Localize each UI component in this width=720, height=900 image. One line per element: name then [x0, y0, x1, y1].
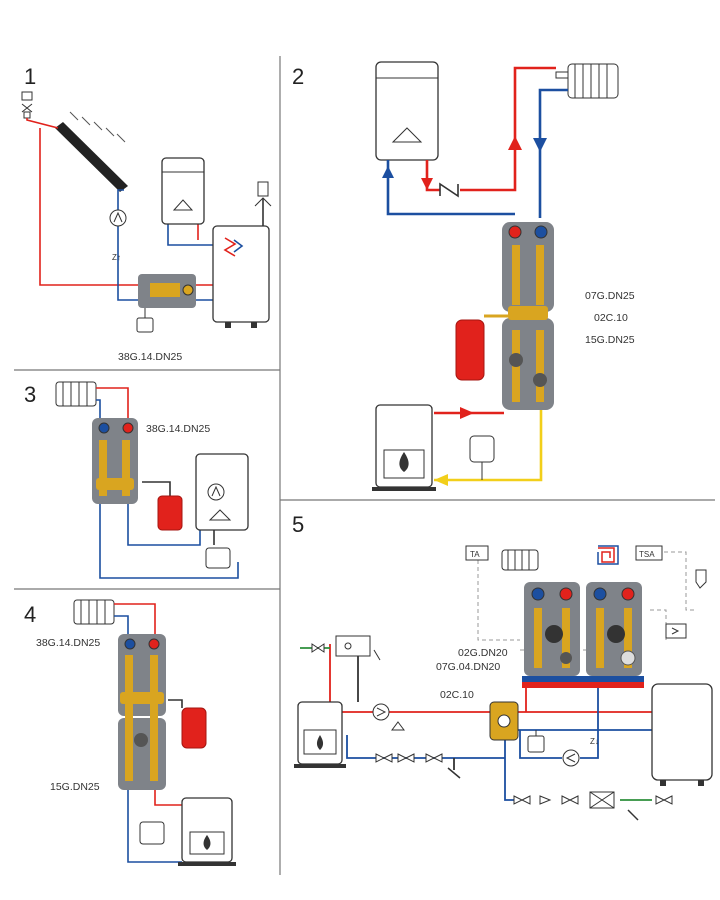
section-number-5: 5 — [292, 512, 304, 537]
wall-boiler-icon — [161, 157, 205, 225]
air-vent-icon — [21, 91, 33, 119]
wall-boiler-icon — [375, 61, 439, 161]
temperature-sensor-tag: TSA — [635, 545, 663, 561]
pump-station-module — [524, 582, 580, 676]
pump-icon: Z↓ — [562, 737, 599, 767]
svg-text:TSA: TSA — [639, 550, 655, 559]
pump-station-module — [138, 274, 196, 308]
expansion-vessel-icon — [157, 495, 183, 531]
product-code-label: 38G.14.DN25 — [118, 351, 182, 363]
storage-tank-icon — [651, 683, 713, 786]
controller-icon — [665, 623, 687, 639]
section-number-3: 3 — [24, 382, 36, 407]
product-code-label: 02C.10 — [440, 689, 474, 701]
section-number-4: 4 — [24, 602, 36, 627]
pump-station-module — [118, 634, 166, 790]
pump-station-module — [502, 222, 554, 410]
radiator-icon — [555, 63, 619, 99]
manifold-bar — [522, 676, 644, 688]
svg-text:Z↓: Z↓ — [590, 737, 599, 746]
expansion-vessel-icon — [469, 435, 495, 480]
scheme-4: 4 — [24, 599, 236, 866]
check-valve-icon — [439, 182, 459, 198]
product-code-label: 38G.14.DN25 — [146, 423, 210, 435]
svg-text:Z↑: Z↑ — [112, 253, 121, 262]
outdoor-sensor-icon — [695, 569, 707, 589]
product-code-label: 38G.14.DN25 — [36, 637, 100, 649]
floor-boiler-icon — [178, 797, 236, 866]
pump-station-module — [92, 418, 138, 504]
solar-collector-icon — [55, 111, 128, 192]
floor-boiler-icon — [294, 701, 346, 768]
product-code-label: 07G.DN25 — [585, 290, 635, 302]
product-code-label: 02C.10 — [594, 312, 628, 324]
product-code-label: 02G.DN20 — [458, 647, 508, 659]
expansion-vessel-icon — [527, 730, 545, 753]
safety-valve-icon — [254, 181, 272, 207]
expansion-vessel-icon — [205, 547, 231, 569]
underfloor-coil-icon — [597, 545, 619, 565]
storage-tank-icon — [212, 225, 270, 328]
product-code-label: 15G.DN25 — [585, 334, 635, 346]
scheme-1: 1 Z↑ — [21, 64, 272, 363]
pump-icon: Z↑ — [109, 209, 127, 262]
product-code-label: 15G.DN25 — [50, 781, 100, 793]
section-number-2: 2 — [292, 64, 304, 89]
temperature-sensor-tag: TA — [465, 545, 489, 561]
hydraulic-separator-icon — [489, 701, 519, 741]
valve-row — [513, 791, 673, 821]
storage-tank-icon — [195, 453, 249, 531]
section-number-1: 1 — [24, 64, 36, 89]
filling-group-icon — [311, 635, 381, 661]
scheme-5: 5 TA TSA — [292, 512, 713, 821]
svg-text:TA: TA — [470, 550, 480, 559]
section-dividers — [14, 56, 715, 875]
expansion-vessel-icon — [139, 821, 165, 845]
radiator-icon — [55, 381, 97, 407]
scheme-2: 2 — [292, 61, 635, 491]
valve-row — [375, 721, 461, 779]
radiator-icon — [501, 549, 539, 571]
expansion-vessel-icon — [136, 308, 154, 333]
expansion-vessel-icon — [455, 314, 508, 381]
pump-station-module — [586, 582, 642, 676]
radiator-icon — [73, 599, 115, 625]
floor-boiler-icon — [372, 404, 436, 491]
pump-icon — [372, 703, 390, 721]
product-code-label: 07G.04.DN20 — [436, 661, 500, 673]
expansion-vessel-icon — [181, 707, 207, 749]
scheme-3: 3 — [24, 381, 249, 579]
